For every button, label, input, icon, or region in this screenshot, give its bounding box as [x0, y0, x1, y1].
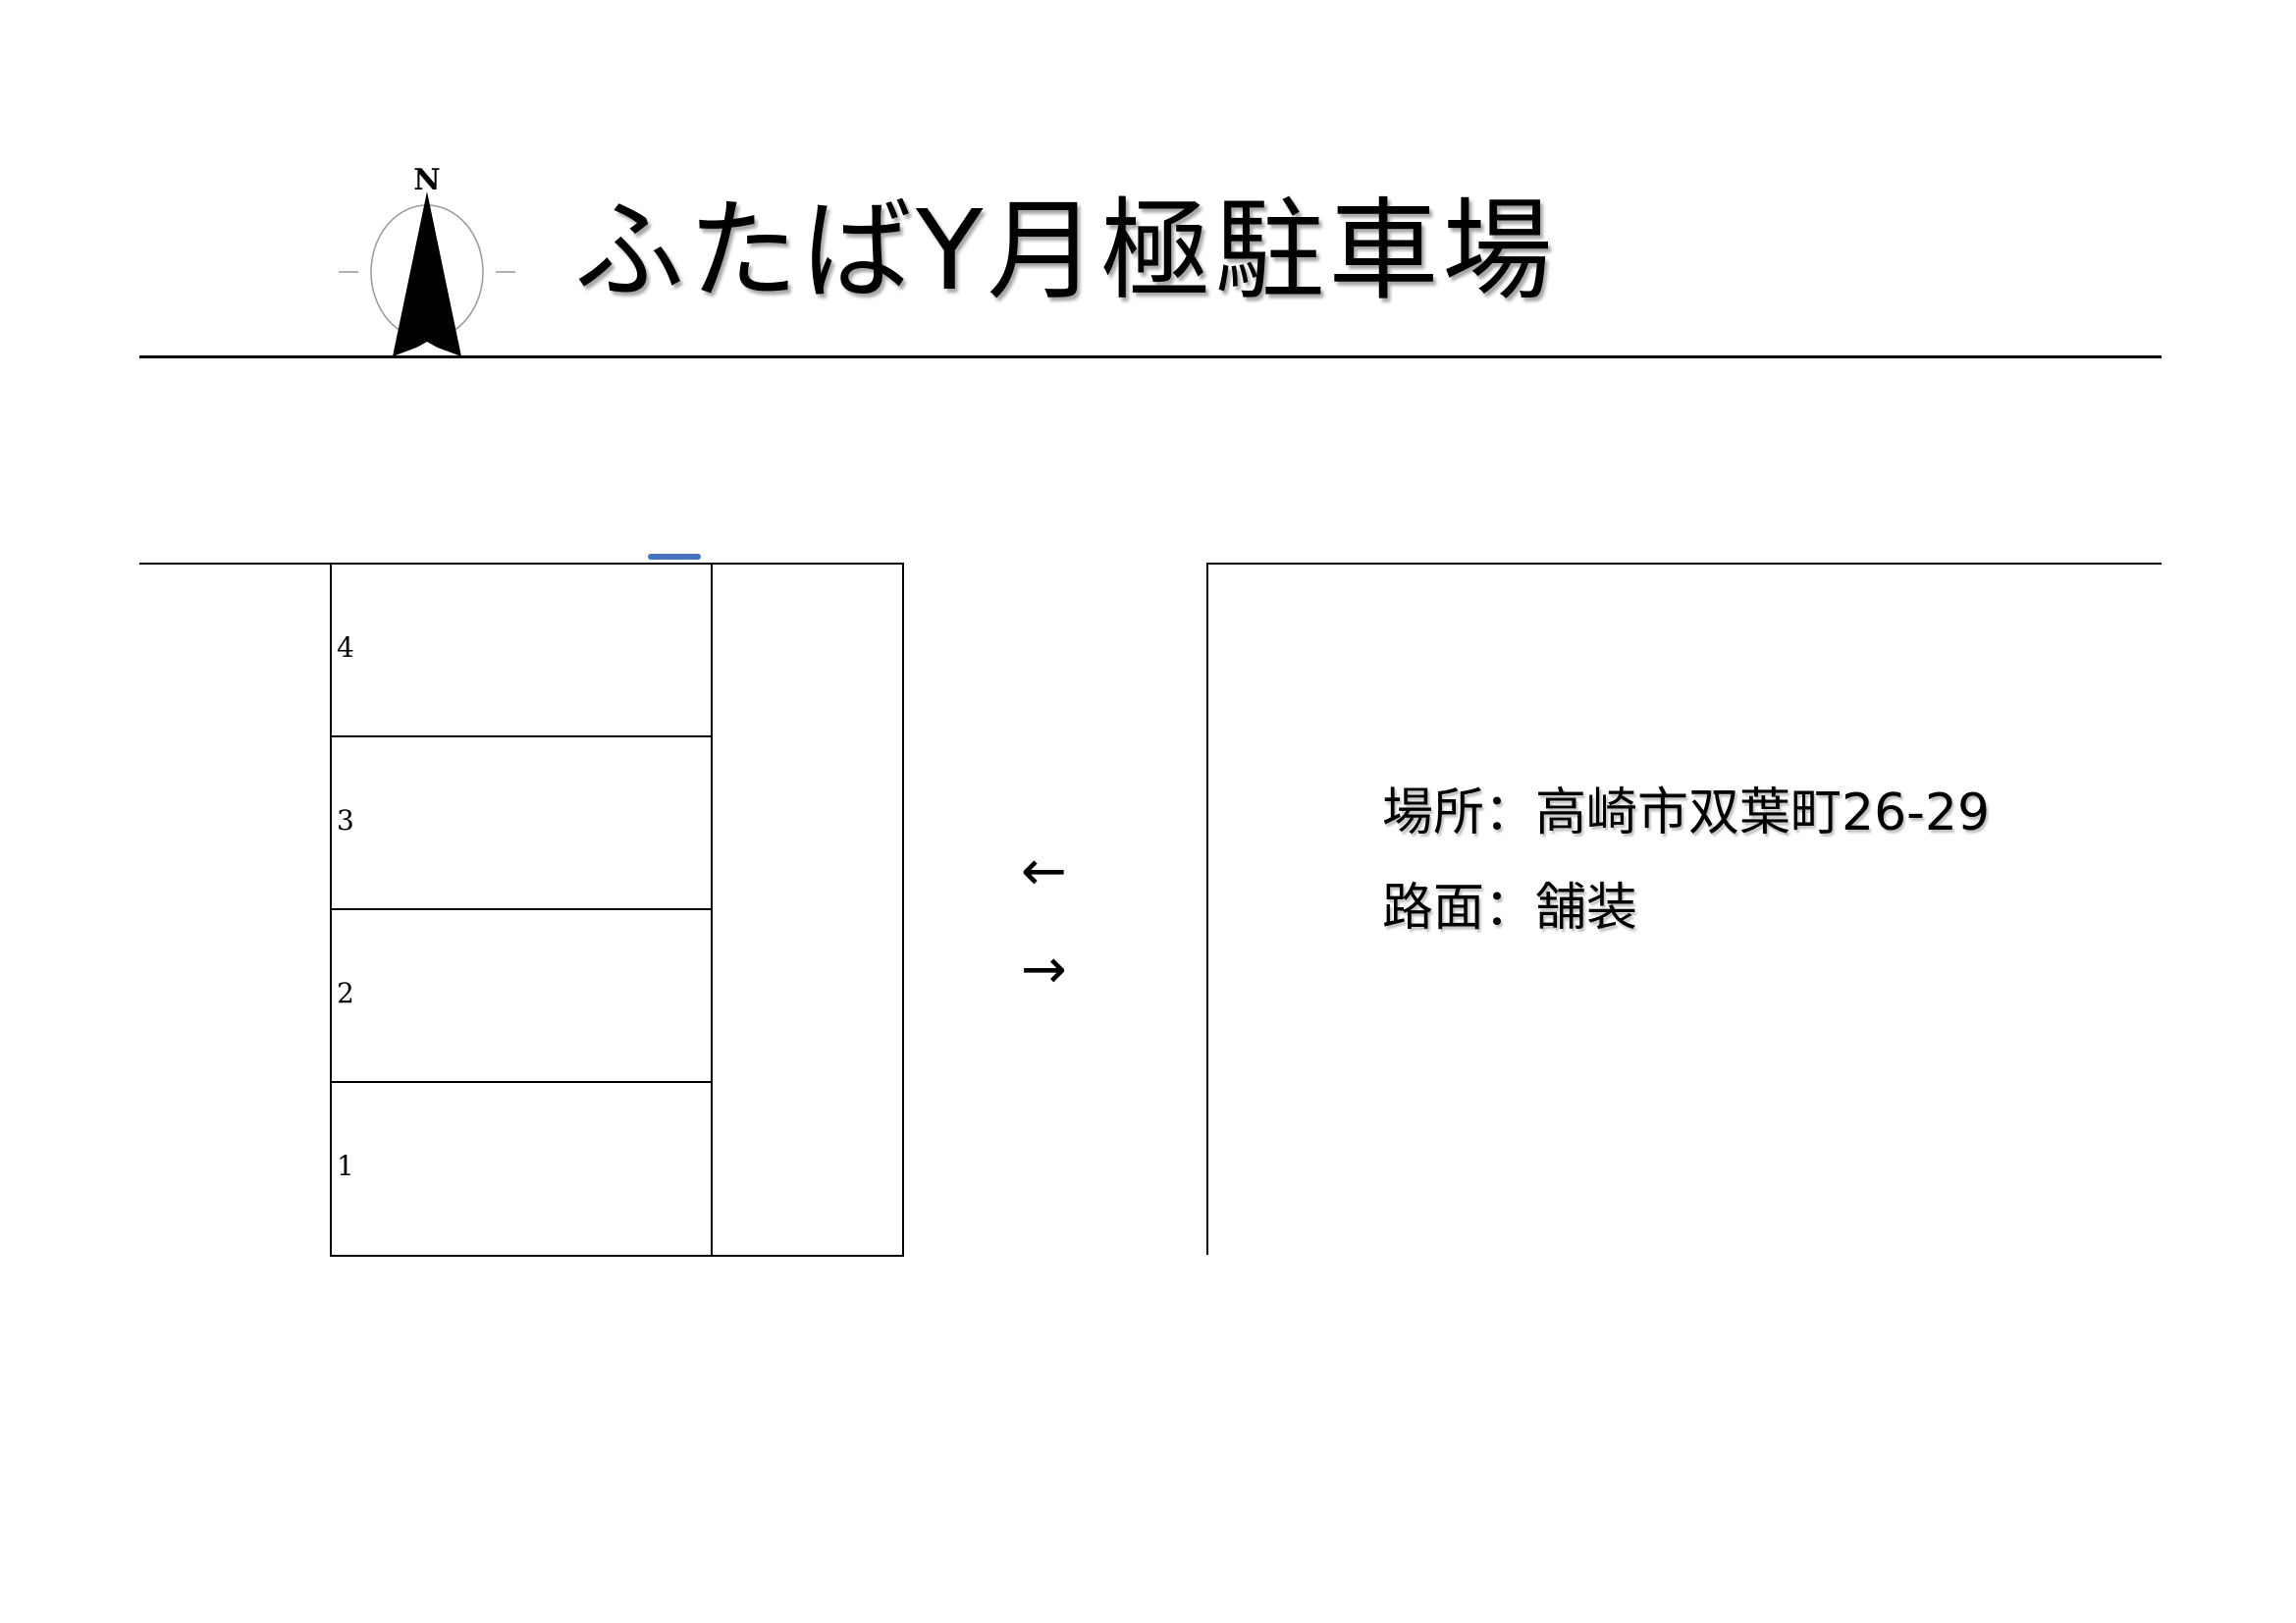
- compass-north-label: N: [413, 163, 440, 197]
- space-number: 1: [337, 1150, 354, 1182]
- space-divider: [330, 1081, 713, 1083]
- space-divider: [330, 908, 713, 910]
- location-text: 場所：高崎市双葉町26-29: [1382, 784, 1991, 842]
- road-edge-left: [139, 563, 330, 565]
- north-arrow-icon: N: [339, 163, 515, 356]
- entrance-marker: [648, 554, 701, 560]
- title-underline: [139, 355, 2162, 358]
- road-edge-right: [1206, 563, 2162, 565]
- space-number: 3: [337, 804, 354, 837]
- page-title: ふたばY月極駐車場: [574, 188, 1557, 315]
- space-number: 4: [337, 631, 354, 664]
- space-number: 2: [337, 977, 354, 1009]
- surface-text: 路面：舗装: [1382, 879, 1638, 938]
- space-divider: [330, 735, 713, 737]
- left-arrow-icon: ←: [1021, 839, 1067, 903]
- road-edge-vertical: [1206, 563, 1208, 1255]
- right-arrow-icon: →: [1021, 938, 1067, 1001]
